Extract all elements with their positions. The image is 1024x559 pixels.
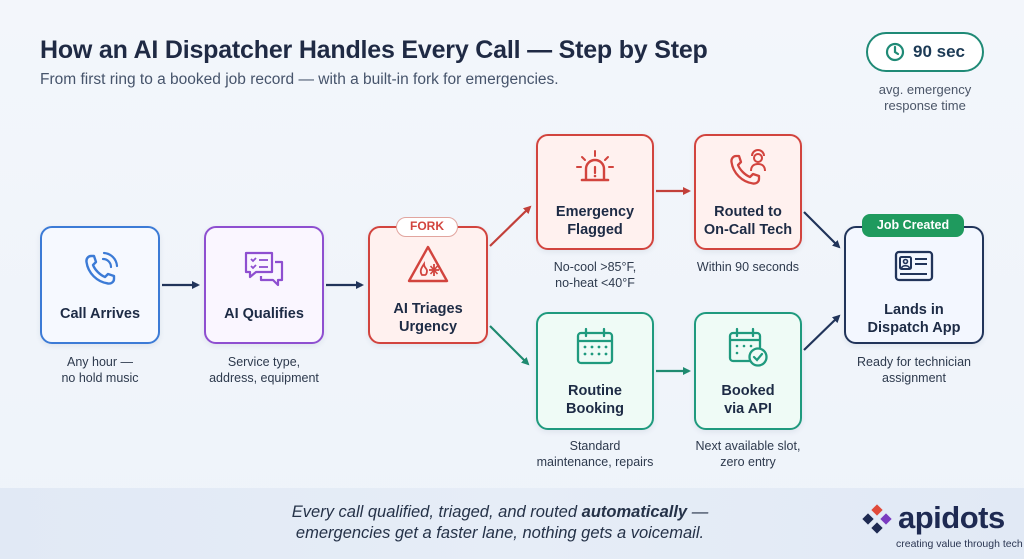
label-line: Routed to bbox=[714, 204, 782, 220]
phone-icon bbox=[85, 251, 119, 285]
caption-line: address, equipment bbox=[209, 371, 319, 385]
label-line: via API bbox=[724, 401, 772, 417]
emergency-caption: No-cool >85°F, no-heat <40°F bbox=[525, 259, 665, 291]
booked-caption: Next available slot, zero entry bbox=[683, 438, 813, 470]
response-time-value: 90 sec bbox=[913, 42, 965, 61]
job-card-icon bbox=[894, 250, 934, 282]
node-label: Booked via API bbox=[721, 382, 774, 418]
node-label: Call Arrives bbox=[59, 306, 141, 322]
caption-line: maintenance, repairs bbox=[536, 455, 654, 469]
footer-line-1: Every call qualified, triaged, and route… bbox=[240, 502, 760, 523]
routed-caption: Within 90 seconds bbox=[683, 259, 813, 275]
node-label: AI Triages Urgency bbox=[393, 300, 462, 336]
job-created-badge: Job Created bbox=[862, 214, 964, 237]
label-line: On-Call Tech bbox=[703, 222, 793, 238]
node-label: AI Qualifies bbox=[224, 306, 304, 322]
node-label: Emergency Flagged bbox=[556, 203, 634, 239]
page-subtitle: From first ring to a booked job record —… bbox=[40, 71, 559, 88]
caption-line: avg. emergency bbox=[878, 82, 972, 97]
response-time-pill: 90 sec bbox=[866, 32, 984, 72]
call-arrives-caption: Any hour — no hold music bbox=[40, 354, 160, 386]
siren-icon bbox=[576, 150, 614, 182]
footer-tagline: Every call qualified, triaged, and route… bbox=[240, 502, 760, 544]
brand-tagline: creating value through tech bbox=[896, 538, 1023, 550]
routine-booking-node: Routine Booking bbox=[536, 312, 654, 430]
caption-line: assignment bbox=[882, 371, 946, 385]
label-line: AI Triages bbox=[393, 301, 463, 317]
booked-via-api-node: Booked via API bbox=[694, 312, 802, 430]
brand-name: apidots bbox=[898, 500, 1005, 535]
label-line: Routine bbox=[568, 383, 622, 399]
routed-node: Routed to On-Call Tech bbox=[694, 134, 802, 250]
calendar-icon bbox=[576, 327, 614, 365]
footer-line-1-end: — bbox=[691, 503, 709, 521]
page-title: How an AI Dispatcher Handles Every Call … bbox=[40, 36, 708, 64]
caption-line: Ready for technician bbox=[857, 355, 971, 369]
routine-caption: Standard maintenance, repairs bbox=[525, 438, 665, 470]
caption-line: no-heat <40°F bbox=[555, 276, 635, 290]
dispatch-caption: Ready for technician assignment bbox=[834, 354, 994, 386]
call-arrives-node: Call Arrives bbox=[40, 226, 160, 344]
caption-line: Any hour — bbox=[66, 355, 133, 369]
node-label: Routine Booking bbox=[566, 382, 624, 418]
emergency-flagged-node: Emergency Flagged bbox=[536, 134, 654, 250]
label-line: Flagged bbox=[567, 222, 623, 238]
fork-badge: FORK bbox=[396, 217, 458, 237]
ai-qualifies-caption: Service type, address, equipment bbox=[194, 354, 334, 386]
caption-line: Within 90 seconds bbox=[696, 260, 800, 274]
caption-line: response time bbox=[884, 98, 966, 113]
arrow-triage-to-routine bbox=[489, 325, 530, 366]
footer-band bbox=[0, 488, 1024, 559]
arrow-triage-to-emergency bbox=[489, 205, 532, 247]
warning-triangle-icon bbox=[407, 245, 449, 283]
node-label: Lands in Dispatch App bbox=[868, 301, 961, 337]
footer-line-2: emergencies get a faster lane, nothing g… bbox=[295, 524, 705, 542]
label-line: Booking bbox=[566, 401, 624, 417]
chat-checklist-icon bbox=[244, 251, 284, 287]
clock-icon bbox=[885, 42, 905, 62]
label-line: Lands in bbox=[884, 302, 944, 318]
caption-line: zero entry bbox=[720, 455, 776, 469]
label-line: Emergency bbox=[555, 204, 635, 220]
calendar-check-icon bbox=[728, 327, 768, 367]
response-time-caption: avg. emergency response time bbox=[856, 82, 994, 114]
arrow-booked-to-dispatch bbox=[803, 314, 841, 351]
caption-line: Next available slot, bbox=[695, 439, 801, 453]
label-line: Urgency bbox=[398, 319, 458, 335]
arrow-routed-to-dispatch bbox=[803, 211, 841, 249]
dispatch-app-node: Lands in Dispatch App bbox=[844, 226, 984, 344]
label-line: Dispatch App bbox=[867, 320, 961, 336]
brand-logo: apidots creating value through tech bbox=[858, 500, 1023, 550]
caption-line: Service type, bbox=[227, 355, 301, 369]
footer-line-1-start: Every call qualified, triaged, and route… bbox=[291, 503, 578, 521]
phone-technician-icon bbox=[730, 149, 766, 185]
node-label: Routed to On-Call Tech bbox=[704, 203, 792, 239]
label-line: Booked bbox=[721, 383, 775, 399]
caption-line: Standard bbox=[569, 439, 621, 453]
ai-triages-node: AI Triages Urgency bbox=[368, 226, 488, 344]
caption-line: No-cool >85°F, bbox=[553, 260, 637, 274]
caption-line: no hold music bbox=[61, 371, 139, 385]
ai-qualifies-node: AI Qualifies bbox=[204, 226, 324, 344]
logo-mark-icon bbox=[862, 504, 892, 534]
footer-emphasis: automatically bbox=[581, 503, 688, 521]
